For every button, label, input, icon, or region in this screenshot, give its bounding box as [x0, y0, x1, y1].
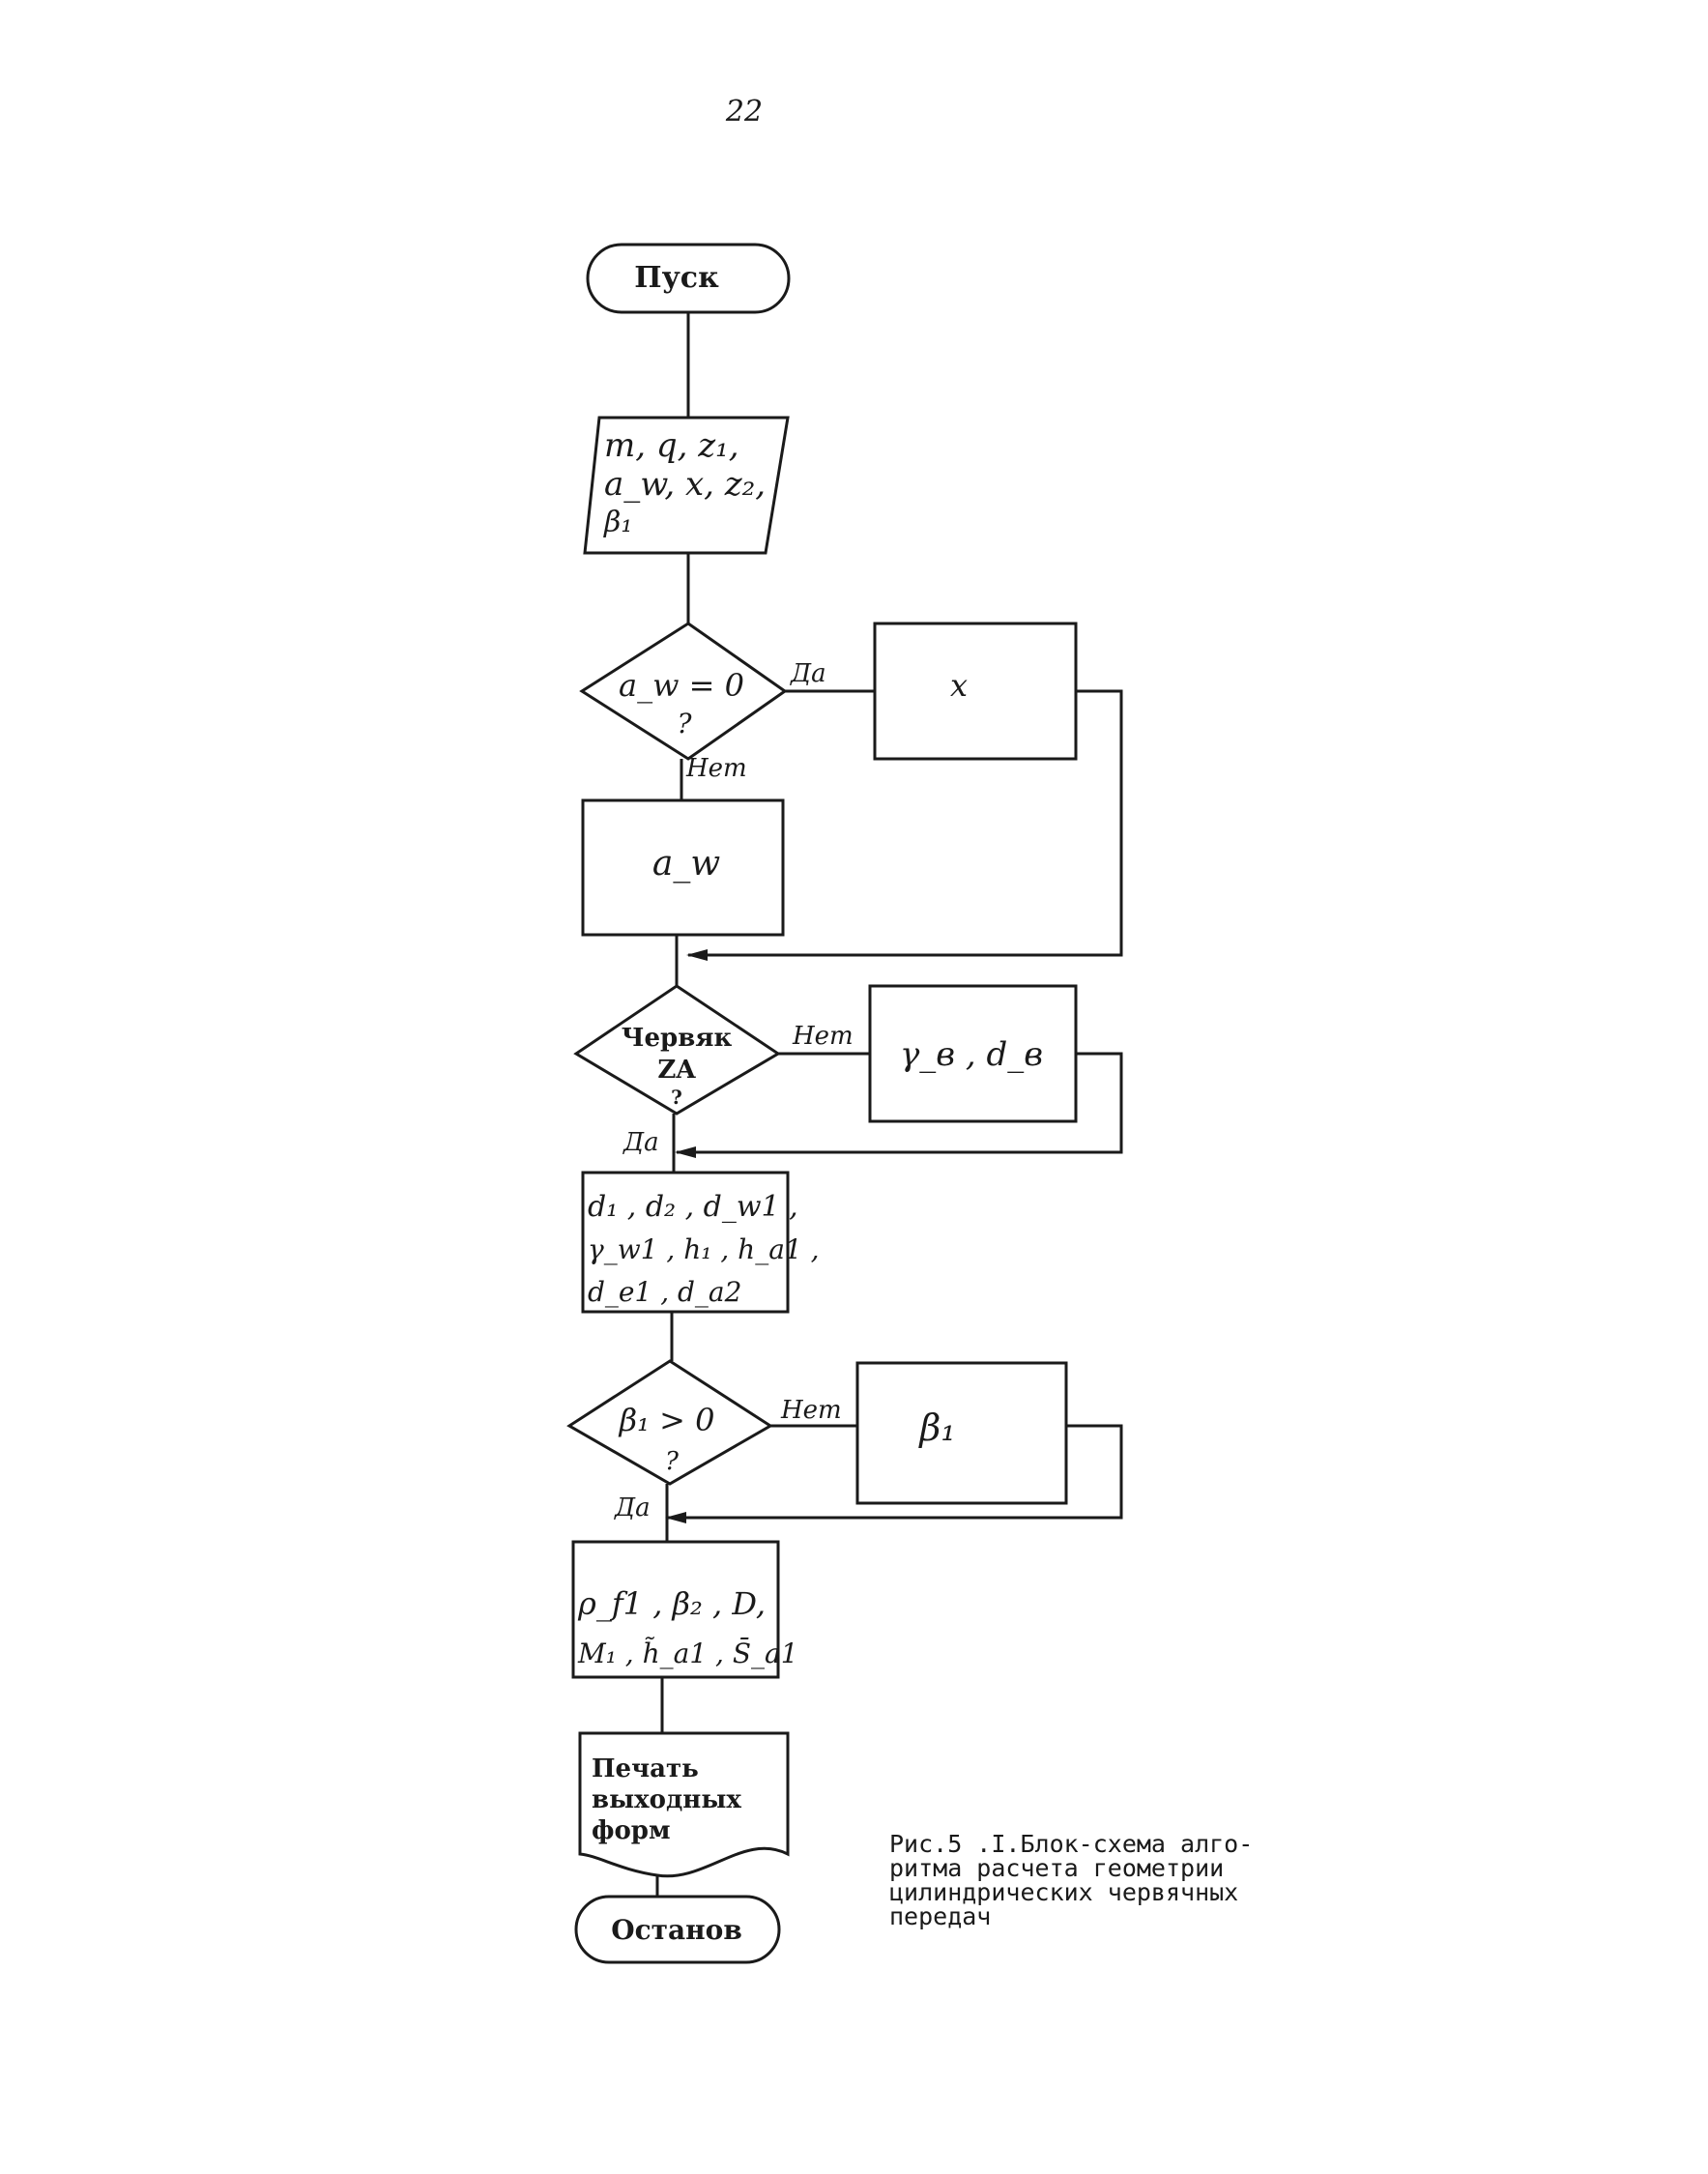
- print-line-1: Печать: [592, 1754, 699, 1783]
- process-gamma-d: γ_в , d_в: [868, 984, 1078, 1123]
- decision-aw-question: ?: [677, 708, 692, 739]
- input-data-block: m, q, z₁, a_w, x, z₂, β₁: [583, 416, 790, 555]
- stop-label: Останов: [611, 1914, 742, 1946]
- final-line-2: M₁ , h̃_a1 , S̄_a1: [577, 1637, 798, 1669]
- decision-worm-za: ZA: [657, 1056, 696, 1085]
- page-number: 22: [725, 95, 764, 129]
- decision-b-label: β₁ > 0: [619, 1402, 715, 1438]
- print-line-2: выходных: [592, 1785, 741, 1814]
- label-no-2: Нет: [792, 1022, 854, 1051]
- geometry-line-1: d₁ , d₂ , d_w1 ,: [588, 1190, 798, 1224]
- decision-b-positive: β₁ > 0 ?: [566, 1359, 773, 1486]
- print-line-3: форм: [592, 1816, 671, 1845]
- process-gamma-d-label: γ_в , d_в: [900, 1035, 1043, 1074]
- decision-worm-za: Червяк ZA ?: [573, 984, 781, 1116]
- caption-line-3: цилиндрических червячных: [889, 1878, 1239, 1906]
- loop-x: [686, 689, 1123, 961]
- caption-line-2: ритма расчета геометрии: [889, 1854, 1225, 1882]
- decision-aw-zero: a_w = 0 ?: [579, 622, 788, 761]
- process-b-label: β₁: [917, 1406, 955, 1449]
- figure-caption: Рис.5 .I.Блок-схема алго- ритма расчета …: [889, 1832, 1334, 1928]
- process-aw: a_w: [581, 798, 785, 937]
- label-no-3: Нет: [780, 1396, 842, 1425]
- input-line-3: β₁: [603, 506, 632, 539]
- start-terminator: Пуск: [586, 243, 791, 314]
- process-final: ρ_f1 , β₂ , D, M₁ , h̃_a1 , S̄_a1: [571, 1540, 798, 1679]
- input-line-2: a_w, x, z₂,: [604, 465, 766, 504]
- process-x: x: [873, 622, 1078, 761]
- label-yes-2: Да: [622, 1128, 659, 1157]
- decision-aw-label: a_w = 0: [619, 667, 744, 704]
- stop-terminator: Останов: [574, 1895, 781, 1964]
- geometry-line-3: d_e1 , d_a2: [588, 1276, 741, 1308]
- caption-line-1: Рис.5 .I.Блок-схема алго-: [889, 1830, 1254, 1858]
- final-line-1: ρ_f1 , β₂ , D,: [577, 1585, 766, 1622]
- process-aw-label: a_w: [652, 844, 720, 884]
- geometry-line-2: γ_w1 , h₁ , h_a1 ,: [588, 1233, 820, 1265]
- loop-gamma: [675, 1052, 1123, 1158]
- decision-b-question: ?: [665, 1447, 680, 1476]
- label-yes-3: Да: [614, 1493, 651, 1522]
- loop-b: [665, 1424, 1123, 1523]
- process-x-label: x: [950, 667, 968, 704]
- caption-line-4: передач: [889, 1902, 992, 1930]
- process-b: β₁: [855, 1361, 1068, 1505]
- label-yes-1: Да: [790, 659, 826, 688]
- start-label: Пуск: [634, 261, 719, 295]
- decision-worm-label: Червяк: [622, 1024, 733, 1053]
- input-line-1: m, q, z₁,: [604, 426, 739, 465]
- print-document: Печать выходных форм: [578, 1731, 790, 1878]
- label-no-1: Нет: [685, 754, 747, 783]
- decision-worm-question: ?: [671, 1086, 682, 1109]
- process-geometry: d₁ , d₂ , d_w1 , γ_w1 , h₁ , h_a1 , d_e1…: [581, 1171, 820, 1314]
